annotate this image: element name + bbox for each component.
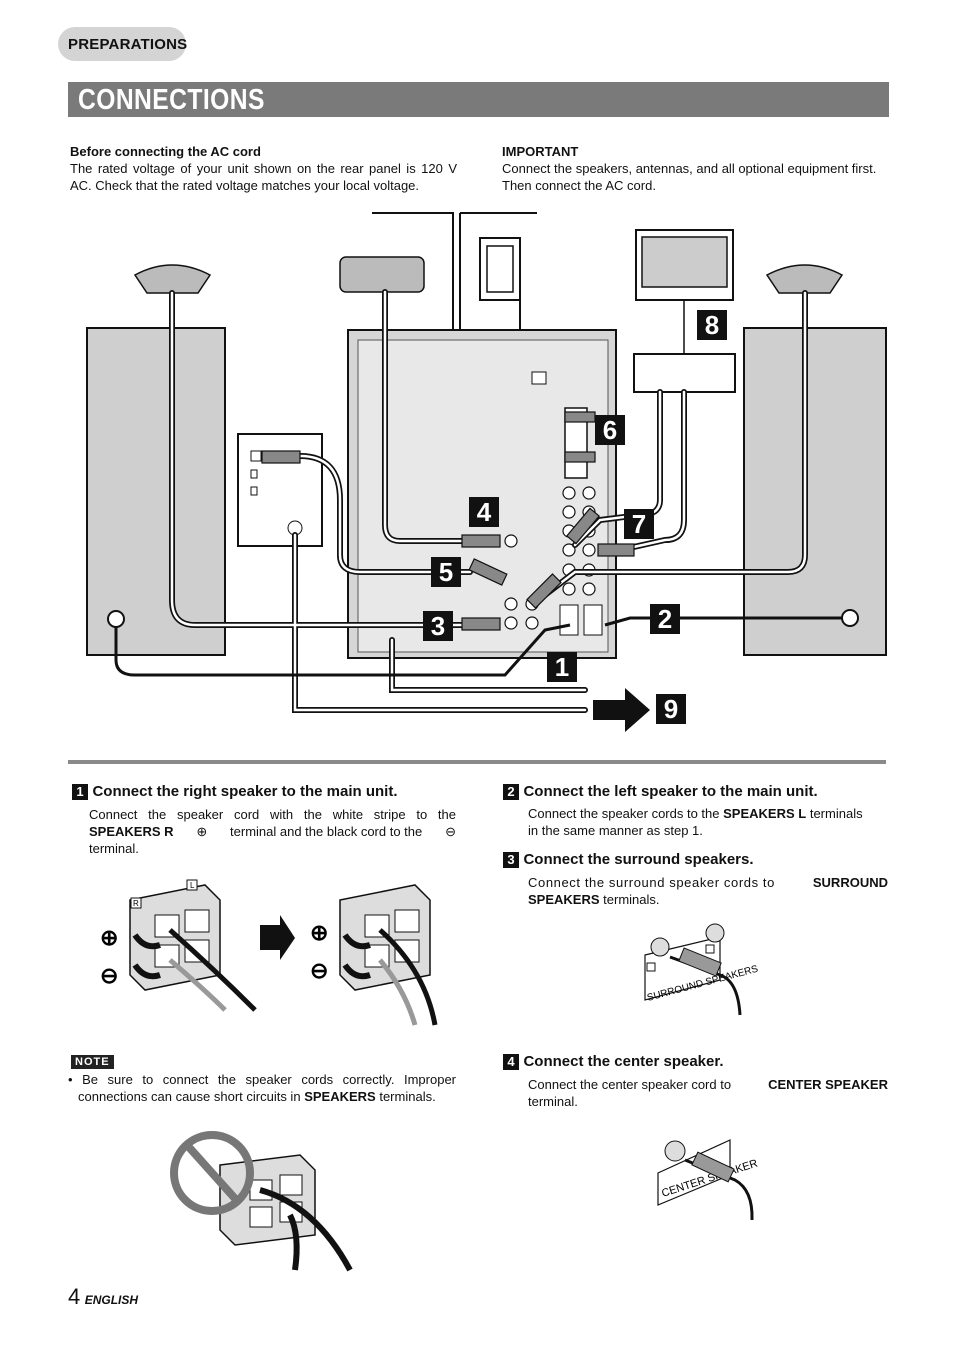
svg-text:⊕: ⊕ (310, 920, 328, 945)
step-1-number: 1 (72, 784, 88, 800)
step-4-text: Connect the center speaker cord to CENTE… (528, 1076, 888, 1110)
svg-text:⊖: ⊖ (310, 958, 328, 983)
step-3-text-a1: Connect the surround speaker cords to (528, 875, 775, 890)
step-3-text: Connect the surround speaker cords to SU… (528, 874, 888, 908)
note-figure (170, 1131, 353, 1272)
center-terminal-figure: CENTER SPEAKER (657, 1139, 759, 1221)
step-2-text-a1: Connect the speaker cords to the (528, 806, 720, 821)
step-2-heading: 2 Connect the left speaker to the main u… (503, 783, 818, 801)
note-speakers-label: SPEAKERS (304, 1089, 376, 1104)
page-footer: 4 ENGLISH (68, 1284, 138, 1310)
language-label: ENGLISH (84, 1293, 139, 1307)
step-2-text: Connect the speaker cords to the SPEAKER… (528, 805, 888, 839)
step-2-text-a: Connect the speaker cords to the SPEAKER… (528, 805, 888, 822)
callout-7: 7 (624, 509, 654, 539)
minus-icon: ⊖ (445, 824, 456, 839)
center-speaker-label: CENTER SPEAKER (768, 1077, 888, 1092)
page-title-bar: CONNECTIONS (68, 82, 889, 117)
step-4-title: Connect the center speaker. (523, 1053, 724, 1070)
surround-label: SURROUND (812, 875, 888, 890)
note-text: • Be sure to connect the speaker cords c… (68, 1071, 456, 1105)
arrow-right-icon (260, 915, 295, 960)
step-4-text-b: terminal. (528, 1094, 578, 1109)
step-2-title: Connect the left speaker to the main uni… (523, 783, 818, 800)
left-surround-speaker (133, 264, 212, 294)
section-label-text: PREPARATIONS (68, 36, 188, 53)
important-heading: IMPORTANT (502, 144, 579, 159)
right-surround-speaker (765, 264, 844, 294)
connection-diagram (86, 212, 887, 732)
left-speaker-box (86, 327, 226, 656)
step-4-text-a: Connect the center speaker cord to CENTE… (528, 1076, 888, 1093)
ac-cord-heading: Before connecting the AC cord (70, 144, 261, 159)
note-text-a: • Be sure to connect the speaker cords c… (68, 1072, 456, 1087)
callout-9: 9 (656, 694, 686, 724)
step-3-number: 3 (503, 852, 519, 868)
step-1-text-c: terminal. (89, 841, 139, 856)
step-1-text: Connect the speaker cord with the white … (89, 806, 456, 857)
speakers-r-label: SPEAKERS R (89, 824, 174, 839)
am-loop-antenna (479, 237, 521, 301)
step-3-text-b2: terminals. (603, 892, 660, 907)
step-1-text-b: SPEAKERS R ⊕ terminal and the black cord… (89, 823, 456, 840)
surround-speakers-label: SPEAKERS (528, 892, 600, 907)
speakers-l-label: SPEAKERS L (723, 806, 807, 821)
step-2-number: 2 (503, 784, 519, 800)
step-4-text-a1: Connect the center speaker cord to (528, 1077, 732, 1092)
terminal-r-tag: R (133, 899, 139, 908)
step-4-heading: 4 Connect the center speaker. (503, 1053, 724, 1071)
important-text: Connect the speakers, antennas, and all … (502, 160, 892, 194)
step-4-number: 4 (503, 1054, 519, 1070)
step-3-text-b: SPEAKERS terminals. (528, 891, 888, 908)
step-1-heading: 1 Connect the right speaker to the main … (72, 783, 398, 801)
step-1-title: Connect the right speaker to the main un… (92, 783, 398, 800)
terminal-l-tag: L (190, 881, 195, 890)
ac-cord-text: The rated voltage of your unit shown on … (70, 161, 457, 193)
step-1-figure: R L ⊕ ⊖ ⊕ ⊖ (100, 879, 438, 1026)
important-text-line1: Connect the speakers, antennas, and all … (502, 161, 877, 176)
callout-5: 5 (431, 557, 461, 587)
callout-3: 3 (423, 611, 453, 641)
right-speaker-box (743, 327, 887, 656)
step-1-text-b2: terminal and the black cord to the (230, 824, 423, 839)
page-number: 4 (68, 1284, 81, 1309)
page-title: CONNECTIONS (78, 84, 265, 116)
step-3-heading: 3 Connect the surround speakers. (503, 851, 754, 869)
prohibited-icon (170, 1131, 254, 1215)
step-2-text-a3: terminals (809, 806, 863, 821)
callout-4: 4 (469, 497, 499, 527)
note-text-b1: connections can cause short circuits in (78, 1089, 301, 1104)
callout-1: 1 (547, 652, 577, 682)
note-text-b: connections can cause short circuits in … (68, 1088, 456, 1105)
callout-2: 2 (650, 604, 680, 634)
section-divider (68, 760, 886, 764)
step-1-text-a: Connect the speaker cord with the white … (89, 807, 456, 822)
terminal-before: R L ⊕ ⊖ (100, 879, 257, 1012)
ac-arrow-icon (593, 688, 650, 732)
center-speaker (339, 256, 425, 293)
callout-6: 6 (595, 415, 625, 445)
terminal-after: ⊕ ⊖ (310, 884, 438, 1026)
note-label: NOTE (71, 1052, 114, 1070)
important-text-line2: Then connect the AC cord. (502, 178, 656, 193)
step-3-title: Connect the surround speakers. (523, 851, 754, 868)
plus-icon: ⊕ (196, 824, 208, 839)
external-equipment (633, 353, 736, 393)
step-3-text-a: Connect the surround speaker cords to SU… (528, 874, 888, 891)
callout-8: 8 (697, 310, 727, 340)
step-2-text-b: in the same manner as step 1. (528, 823, 703, 838)
svg-text:⊖: ⊖ (100, 963, 118, 988)
svg-text:⊕: ⊕ (100, 925, 118, 950)
surround-terminal-figure: SURROUND SPEAKERS (644, 923, 760, 1016)
section-label: PREPARATIONS (58, 27, 188, 61)
note-badge: NOTE (71, 1055, 114, 1069)
note-text-b3: terminals. (379, 1089, 436, 1104)
